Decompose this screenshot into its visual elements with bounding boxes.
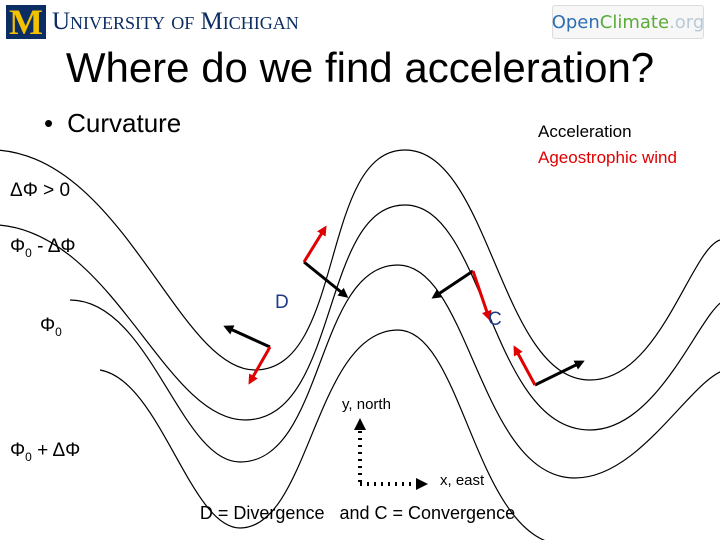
contour-line-third bbox=[69, 264, 720, 479]
acceleration-arrow bbox=[303, 260, 349, 298]
contour-label-bottom-sub: 0 bbox=[25, 449, 32, 464]
bullet-point: • Curvature bbox=[44, 108, 181, 139]
contour-line-bottom bbox=[99, 329, 546, 540]
openclimate-logo-climate: Climate bbox=[599, 11, 670, 33]
contour-label-second: Φ0 - ΔΦ bbox=[10, 236, 76, 260]
contour-label-top: ΔΦ > 0 bbox=[10, 180, 70, 202]
contour-label-second-rest: - ΔΦ bbox=[31, 236, 76, 257]
axis-label-y: y, north bbox=[342, 396, 391, 413]
footnote: D = Divergence and C = Convergence bbox=[199, 503, 516, 523]
slide-title: Where do we find acceleration? bbox=[65, 44, 655, 91]
contour-label-top-prefix: ΔΦ bbox=[10, 180, 38, 201]
contour-label-bottom-base: Φ bbox=[10, 440, 26, 461]
ageostrophic-arrow bbox=[248, 346, 272, 385]
contour-label-bottom-rest: + ΔΦ bbox=[31, 440, 81, 461]
axis-label-x: x, east bbox=[440, 472, 485, 489]
point-label-d: D bbox=[275, 292, 289, 313]
contour-label-bottom: Φ0 + ΔΦ bbox=[10, 440, 80, 464]
block-m-glyph: M bbox=[6, 4, 46, 40]
openclimate-logo-open: Open bbox=[551, 11, 600, 33]
bullet-text: Curvature bbox=[67, 108, 182, 138]
ageostrophic-arrow bbox=[302, 225, 327, 263]
university-name: University of Michigan bbox=[52, 8, 299, 35]
acceleration-arrow bbox=[431, 269, 474, 299]
contour-label-second-sub: 0 bbox=[25, 245, 32, 260]
acceleration-arrow bbox=[223, 325, 271, 349]
openclimate-logo-org: .org bbox=[669, 11, 705, 33]
contour-line-second bbox=[0, 204, 720, 431]
contour-line-top bbox=[0, 149, 720, 381]
acceleration-arrow bbox=[534, 360, 585, 387]
contour-label-top-suffix: > 0 bbox=[37, 180, 71, 201]
ageostrophic-arrow bbox=[513, 345, 537, 386]
contour-label-third-sub: 0 bbox=[55, 324, 62, 339]
point-label-c: C bbox=[488, 309, 502, 330]
legend-ageostrophic-wind: Ageostrophic wind bbox=[538, 148, 677, 167]
bullet-marker: • bbox=[44, 108, 54, 138]
block-m-icon: M bbox=[6, 4, 46, 40]
contour-label-second-base: Φ bbox=[10, 236, 26, 257]
university-of-michigan-logo: M University of Michigan bbox=[6, 2, 299, 42]
legend-acceleration: Acceleration bbox=[538, 122, 632, 141]
contour-label-third: Φ0 bbox=[40, 315, 62, 339]
contour-label-third-base: Φ bbox=[40, 315, 56, 336]
ageostrophic-arrow bbox=[471, 270, 492, 321]
